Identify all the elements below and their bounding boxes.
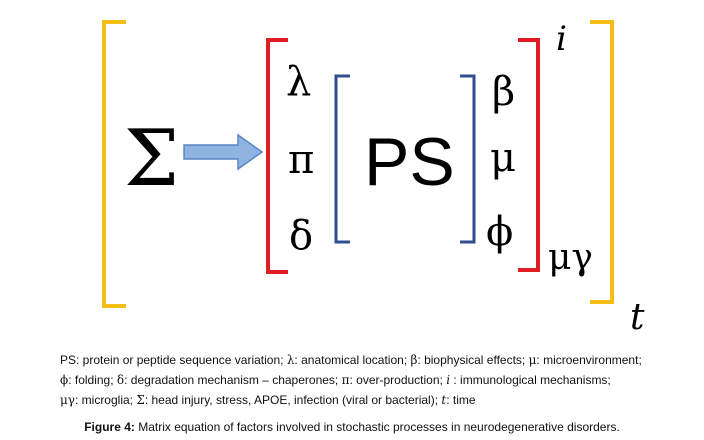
- middle-right-bracket: [518, 38, 540, 272]
- legend-text: : biophysical effects;: [417, 353, 529, 367]
- inner-left-bracket: [334, 74, 350, 244]
- mu-symbol: μ: [490, 135, 516, 181]
- legend-symbol: Σ: [136, 393, 145, 407]
- legend-symbol: δ: [116, 373, 125, 387]
- caption-label: Figure 4:: [84, 420, 135, 434]
- legend-text: : microenvironment;: [536, 353, 642, 367]
- beta-symbol: β: [492, 69, 516, 115]
- legend-symbol: λ: [286, 353, 295, 367]
- outer-left-bracket: [102, 20, 126, 308]
- legend-text: : over-production;: [349, 373, 447, 387]
- outer-right-bracket: [590, 20, 614, 304]
- figure-caption: Figure 4: Matrix equation of factors inv…: [0, 420, 704, 434]
- phi-symbol: ϕ: [486, 209, 514, 255]
- ps-label: PS: [364, 124, 455, 200]
- lambda-symbol: λ: [286, 59, 312, 105]
- legend-symbol: π: [341, 373, 350, 387]
- legend-text: : immunological mechanisms;: [450, 373, 611, 387]
- legend-text: : time: [446, 393, 476, 407]
- matrix-diagram: [102, 20, 614, 308]
- legend-text: : folding;: [68, 373, 117, 387]
- legend-symbol: β: [410, 353, 418, 367]
- legend-text: PS: protein or peptide sequence variatio…: [60, 353, 287, 367]
- legend-text: : head injury, stress, APOE, infection (…: [144, 393, 442, 407]
- superscript-i: i: [556, 19, 567, 59]
- subscript-t: t: [630, 297, 645, 338]
- middle-left-bracket: [266, 38, 288, 274]
- caption-text: Matrix equation of factors involved in s…: [134, 420, 620, 434]
- legend-line-3: μγ: microglia; Σ: head injury, stress, A…: [60, 390, 700, 410]
- legend-text: : anatomical location;: [294, 353, 411, 367]
- legend-symbol: μγ: [60, 393, 75, 407]
- pi-symbol: π: [288, 137, 315, 183]
- legend-symbol: i: [446, 373, 451, 387]
- legend: PS: protein or peptide sequence variatio…: [60, 350, 700, 410]
- legend-text: : microglia;: [74, 393, 137, 407]
- legend-line-1: PS: protein or peptide sequence variatio…: [60, 350, 700, 370]
- legend-line-2: ϕ: folding; δ: degradation mechanism – c…: [60, 370, 700, 390]
- legend-text: : degradation mechanism – chaperones;: [124, 373, 342, 387]
- legend-symbol: μ: [528, 353, 537, 367]
- sigma-symbol: Σ: [124, 114, 180, 204]
- legend-symbol: t: [441, 393, 447, 407]
- subscript-mu-gamma: μγ: [548, 237, 593, 278]
- arrow-icon: [183, 133, 264, 171]
- delta-symbol: δ: [289, 213, 314, 259]
- inner-right-bracket: [460, 74, 476, 244]
- legend-symbol: ϕ: [60, 373, 69, 387]
